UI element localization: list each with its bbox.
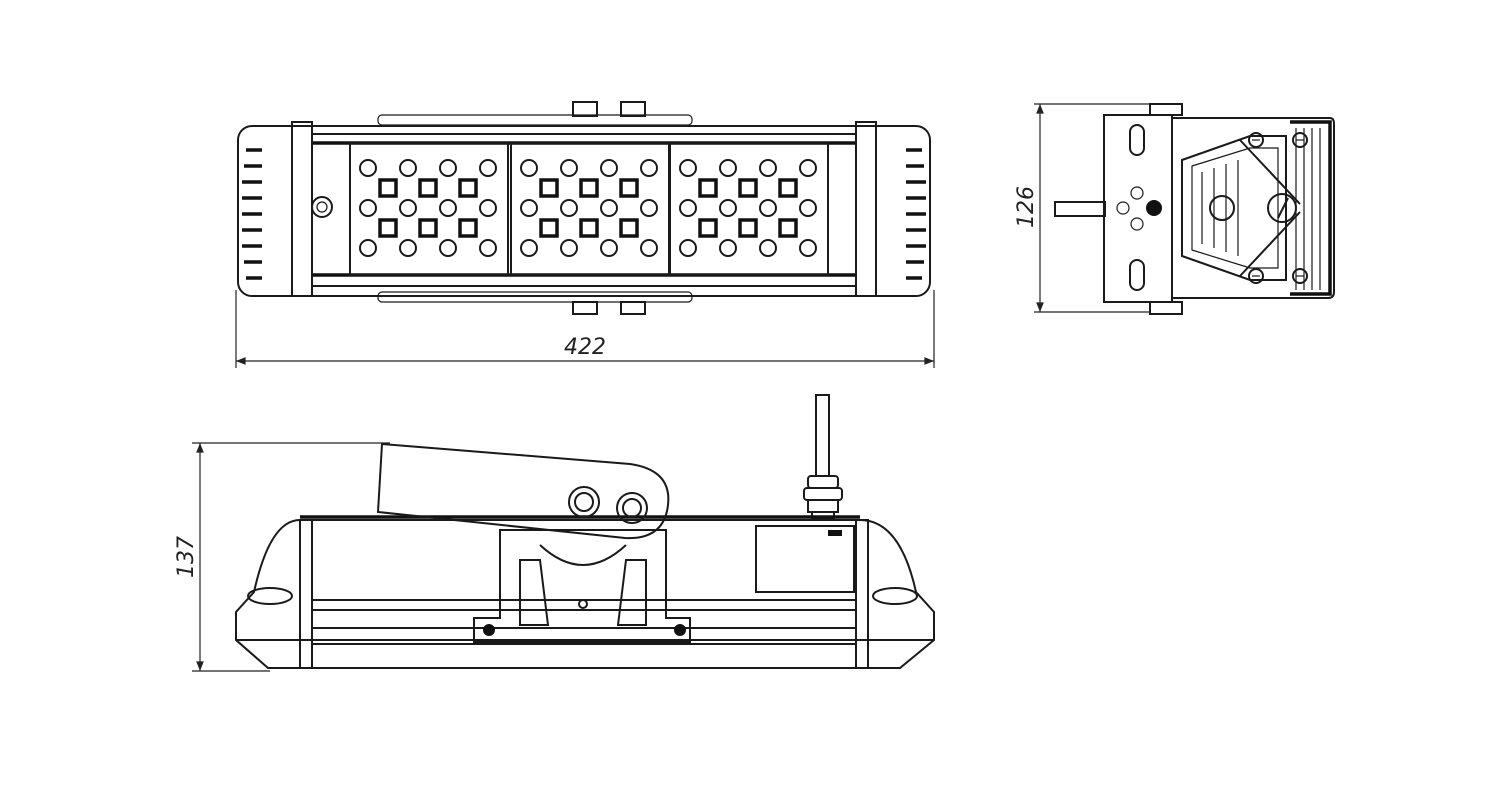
led-lens [439, 159, 457, 177]
bracket-plate [473, 529, 691, 643]
height-label: 137 [174, 536, 199, 578]
led-chip [778, 178, 798, 198]
led-chip [738, 178, 758, 198]
led-chip [378, 218, 398, 238]
led-lens [719, 159, 737, 177]
led-lens [359, 159, 377, 177]
led-lens [359, 239, 377, 257]
led-chip [738, 218, 758, 238]
left-end-cap [291, 121, 313, 297]
depth-dimension: 126 [1014, 103, 1150, 313]
led-chip [418, 178, 438, 198]
label-plate [755, 525, 855, 593]
led-lens [640, 239, 658, 257]
led-chip [698, 178, 718, 198]
led-lens [799, 239, 817, 257]
led-lens [600, 239, 618, 257]
led-chip [539, 218, 559, 238]
led-chip [619, 218, 639, 238]
height-dimension: 137 [174, 442, 390, 672]
led-chip [579, 218, 599, 238]
led-lens [759, 199, 777, 217]
left-heatsink-fins [242, 148, 262, 280]
front-housing [237, 125, 931, 297]
led-lens [439, 239, 457, 257]
led-lens [719, 239, 737, 257]
led-chip [698, 218, 718, 238]
led-lens [640, 199, 658, 217]
cable [1054, 201, 1106, 217]
led-modules [349, 142, 829, 276]
front-top-bolts [377, 101, 693, 126]
valve-icon [311, 196, 333, 218]
led-lens [560, 239, 578, 257]
led-lens [479, 199, 497, 217]
led-lens [679, 159, 697, 177]
led-module [349, 142, 509, 276]
led-lens [679, 199, 697, 217]
front-view [237, 101, 931, 315]
led-lens [560, 199, 578, 217]
led-lens [399, 159, 417, 177]
top-view [235, 394, 935, 669]
led-lens [399, 199, 417, 217]
right-heatsink-fins [906, 148, 926, 280]
arm-lock-icon [616, 492, 648, 524]
led-lens [439, 199, 457, 217]
length-label: 422 [564, 335, 606, 360]
side-housing [1171, 117, 1335, 299]
led-chip [778, 218, 798, 238]
led-chip [539, 178, 559, 198]
arm-pivot-icon [568, 486, 600, 518]
led-lens [520, 199, 538, 217]
top-housing [235, 519, 935, 669]
led-lens [520, 239, 538, 257]
led-chip [418, 218, 438, 238]
led-chip [458, 218, 478, 238]
led-lens [640, 159, 658, 177]
led-lens [799, 199, 817, 217]
length-dimension: 422 [235, 290, 935, 368]
led-chip [378, 178, 398, 198]
side-pivot-icon [1209, 195, 1235, 221]
led-lens [600, 159, 618, 177]
led-lens [560, 159, 578, 177]
depth-label: 126 [1014, 186, 1039, 228]
led-lens [759, 159, 777, 177]
led-module [669, 142, 829, 276]
led-lens [759, 239, 777, 257]
right-end-cap [855, 121, 877, 297]
side-view [1054, 103, 1335, 315]
led-lens [479, 159, 497, 177]
led-lens [359, 199, 377, 217]
led-chip [579, 178, 599, 198]
cable [815, 394, 830, 477]
led-chip [619, 178, 639, 198]
led-lens [799, 159, 817, 177]
led-lens [520, 159, 538, 177]
led-lens [399, 239, 417, 257]
led-chip [458, 178, 478, 198]
led-lens [479, 239, 497, 257]
mounting-arm [376, 442, 670, 540]
led-lens [600, 199, 618, 217]
led-lens [719, 199, 737, 217]
led-lens [679, 239, 697, 257]
